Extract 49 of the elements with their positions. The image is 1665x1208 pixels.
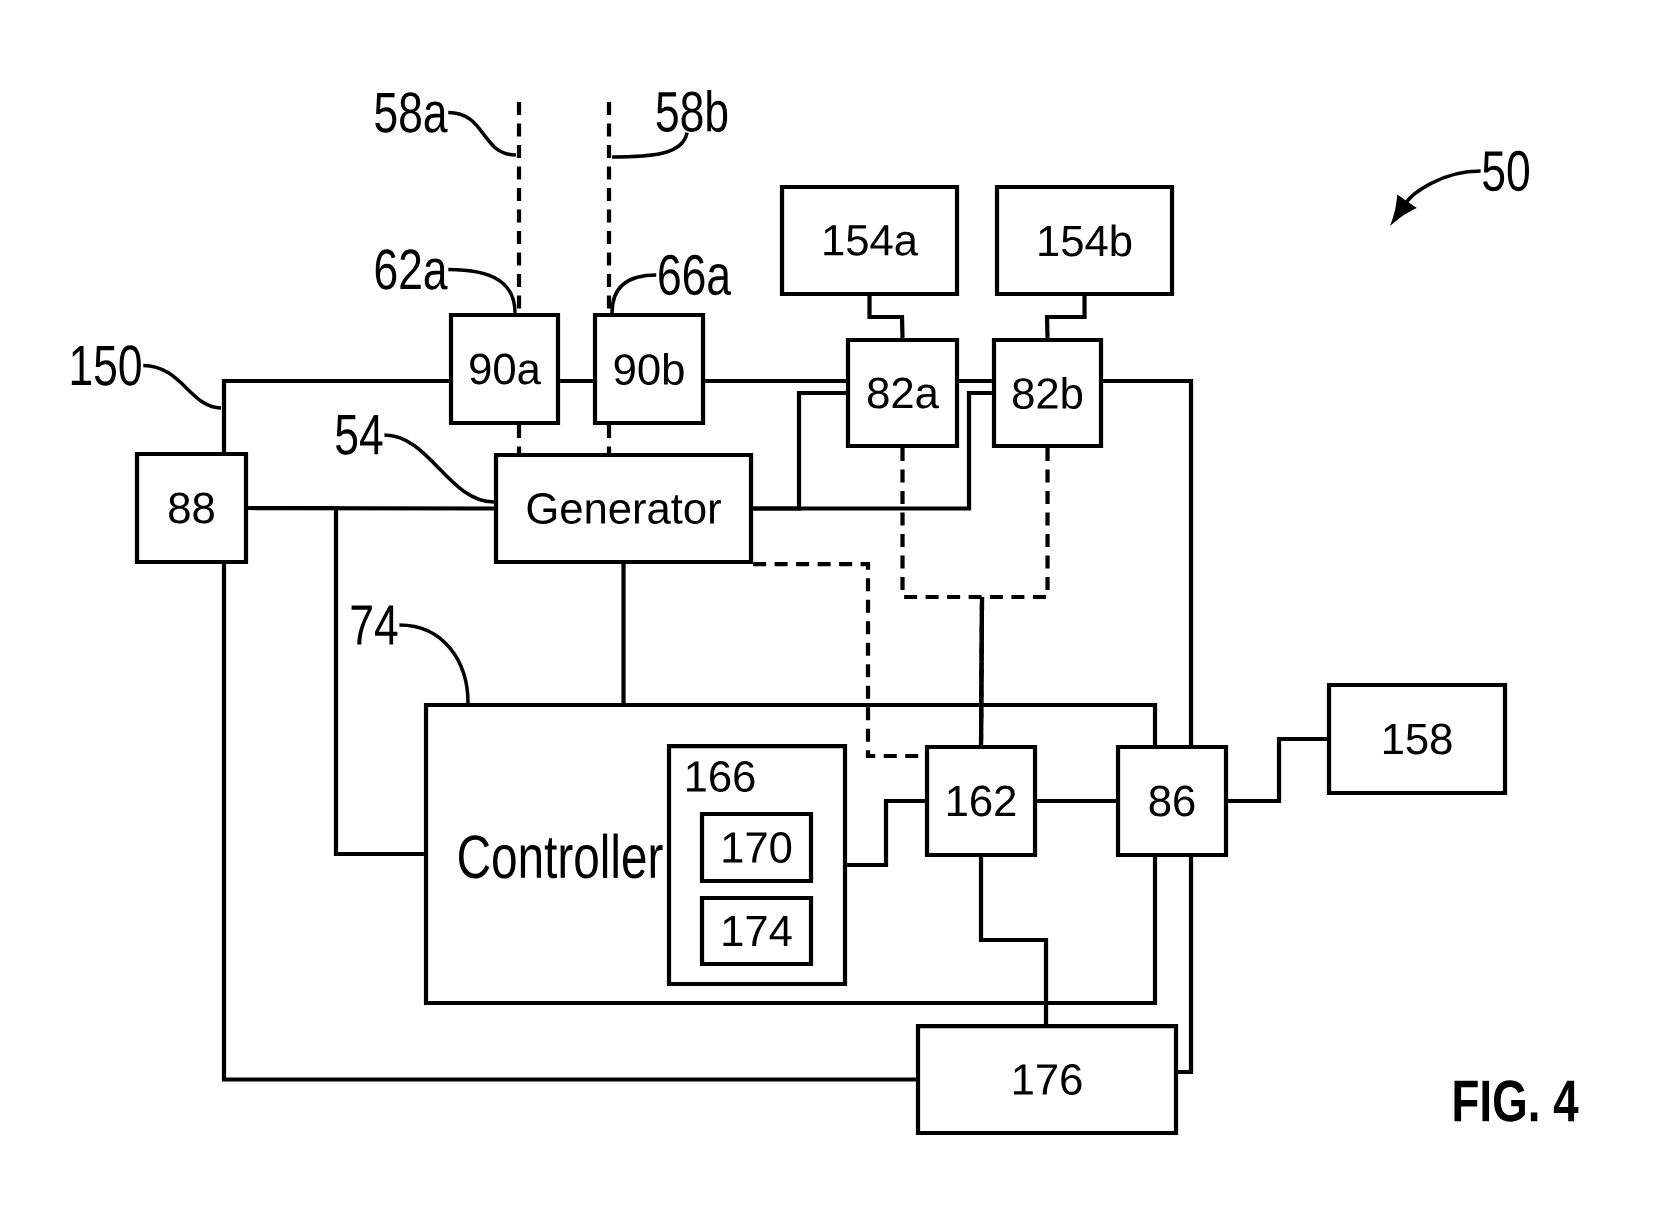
component-box: 162 (924, 744, 1038, 858)
connector-line (1103, 378, 1194, 745)
component-box: Generator (493, 452, 754, 565)
connector-line (1228, 736, 1327, 804)
component-box: 154b (994, 184, 1175, 297)
reference-numeral: 150 (71, 345, 141, 386)
leader-line (384, 433, 495, 504)
component-box: 170 (699, 811, 814, 884)
connector-line (606, 425, 612, 453)
component-box: 86 (1115, 744, 1229, 858)
leader-line (448, 267, 517, 313)
leader-line (448, 110, 517, 157)
component-box: 154a (779, 184, 960, 297)
connector-line (248, 505, 424, 857)
connector-line (621, 564, 626, 703)
connector-line (753, 390, 992, 511)
reference-numeral: 54 (336, 415, 383, 455)
connector-line (560, 378, 593, 384)
connector-line (705, 378, 846, 384)
connector-line (221, 378, 449, 452)
reference-numeral: 50 (1483, 150, 1529, 192)
reference-numeral: 58a (375, 92, 448, 133)
reference-numeral: 66a (659, 254, 732, 296)
connector-line (1044, 296, 1087, 338)
leader-line (612, 132, 689, 159)
connector-line (978, 857, 1049, 1024)
reference-numeral: 58b (656, 90, 728, 132)
figure-caption: FIG. 4 (1454, 1080, 1579, 1122)
connector-line (221, 564, 916, 1082)
leader-line (399, 623, 470, 703)
component-box: 82a (845, 337, 960, 449)
component-box: 90a (448, 312, 561, 426)
component-box: 174 (699, 895, 814, 967)
component-box: 158 (1326, 682, 1508, 796)
leader-line (143, 363, 222, 410)
reference-numeral: 62a (375, 249, 448, 290)
connector-line (978, 597, 985, 745)
connector-line (1037, 798, 1116, 804)
component-box: 90b (592, 312, 706, 426)
connector-line (867, 296, 905, 338)
connector-line (1178, 857, 1194, 1075)
reference-numeral: 74 (351, 605, 398, 645)
component-box: 176 (915, 1023, 1179, 1136)
connector-line (847, 798, 925, 868)
component-box: 82b (991, 337, 1104, 449)
connector-line (959, 378, 992, 384)
leader-line (610, 273, 657, 313)
connector-line (516, 425, 522, 453)
component-box: 88 (134, 451, 249, 565)
